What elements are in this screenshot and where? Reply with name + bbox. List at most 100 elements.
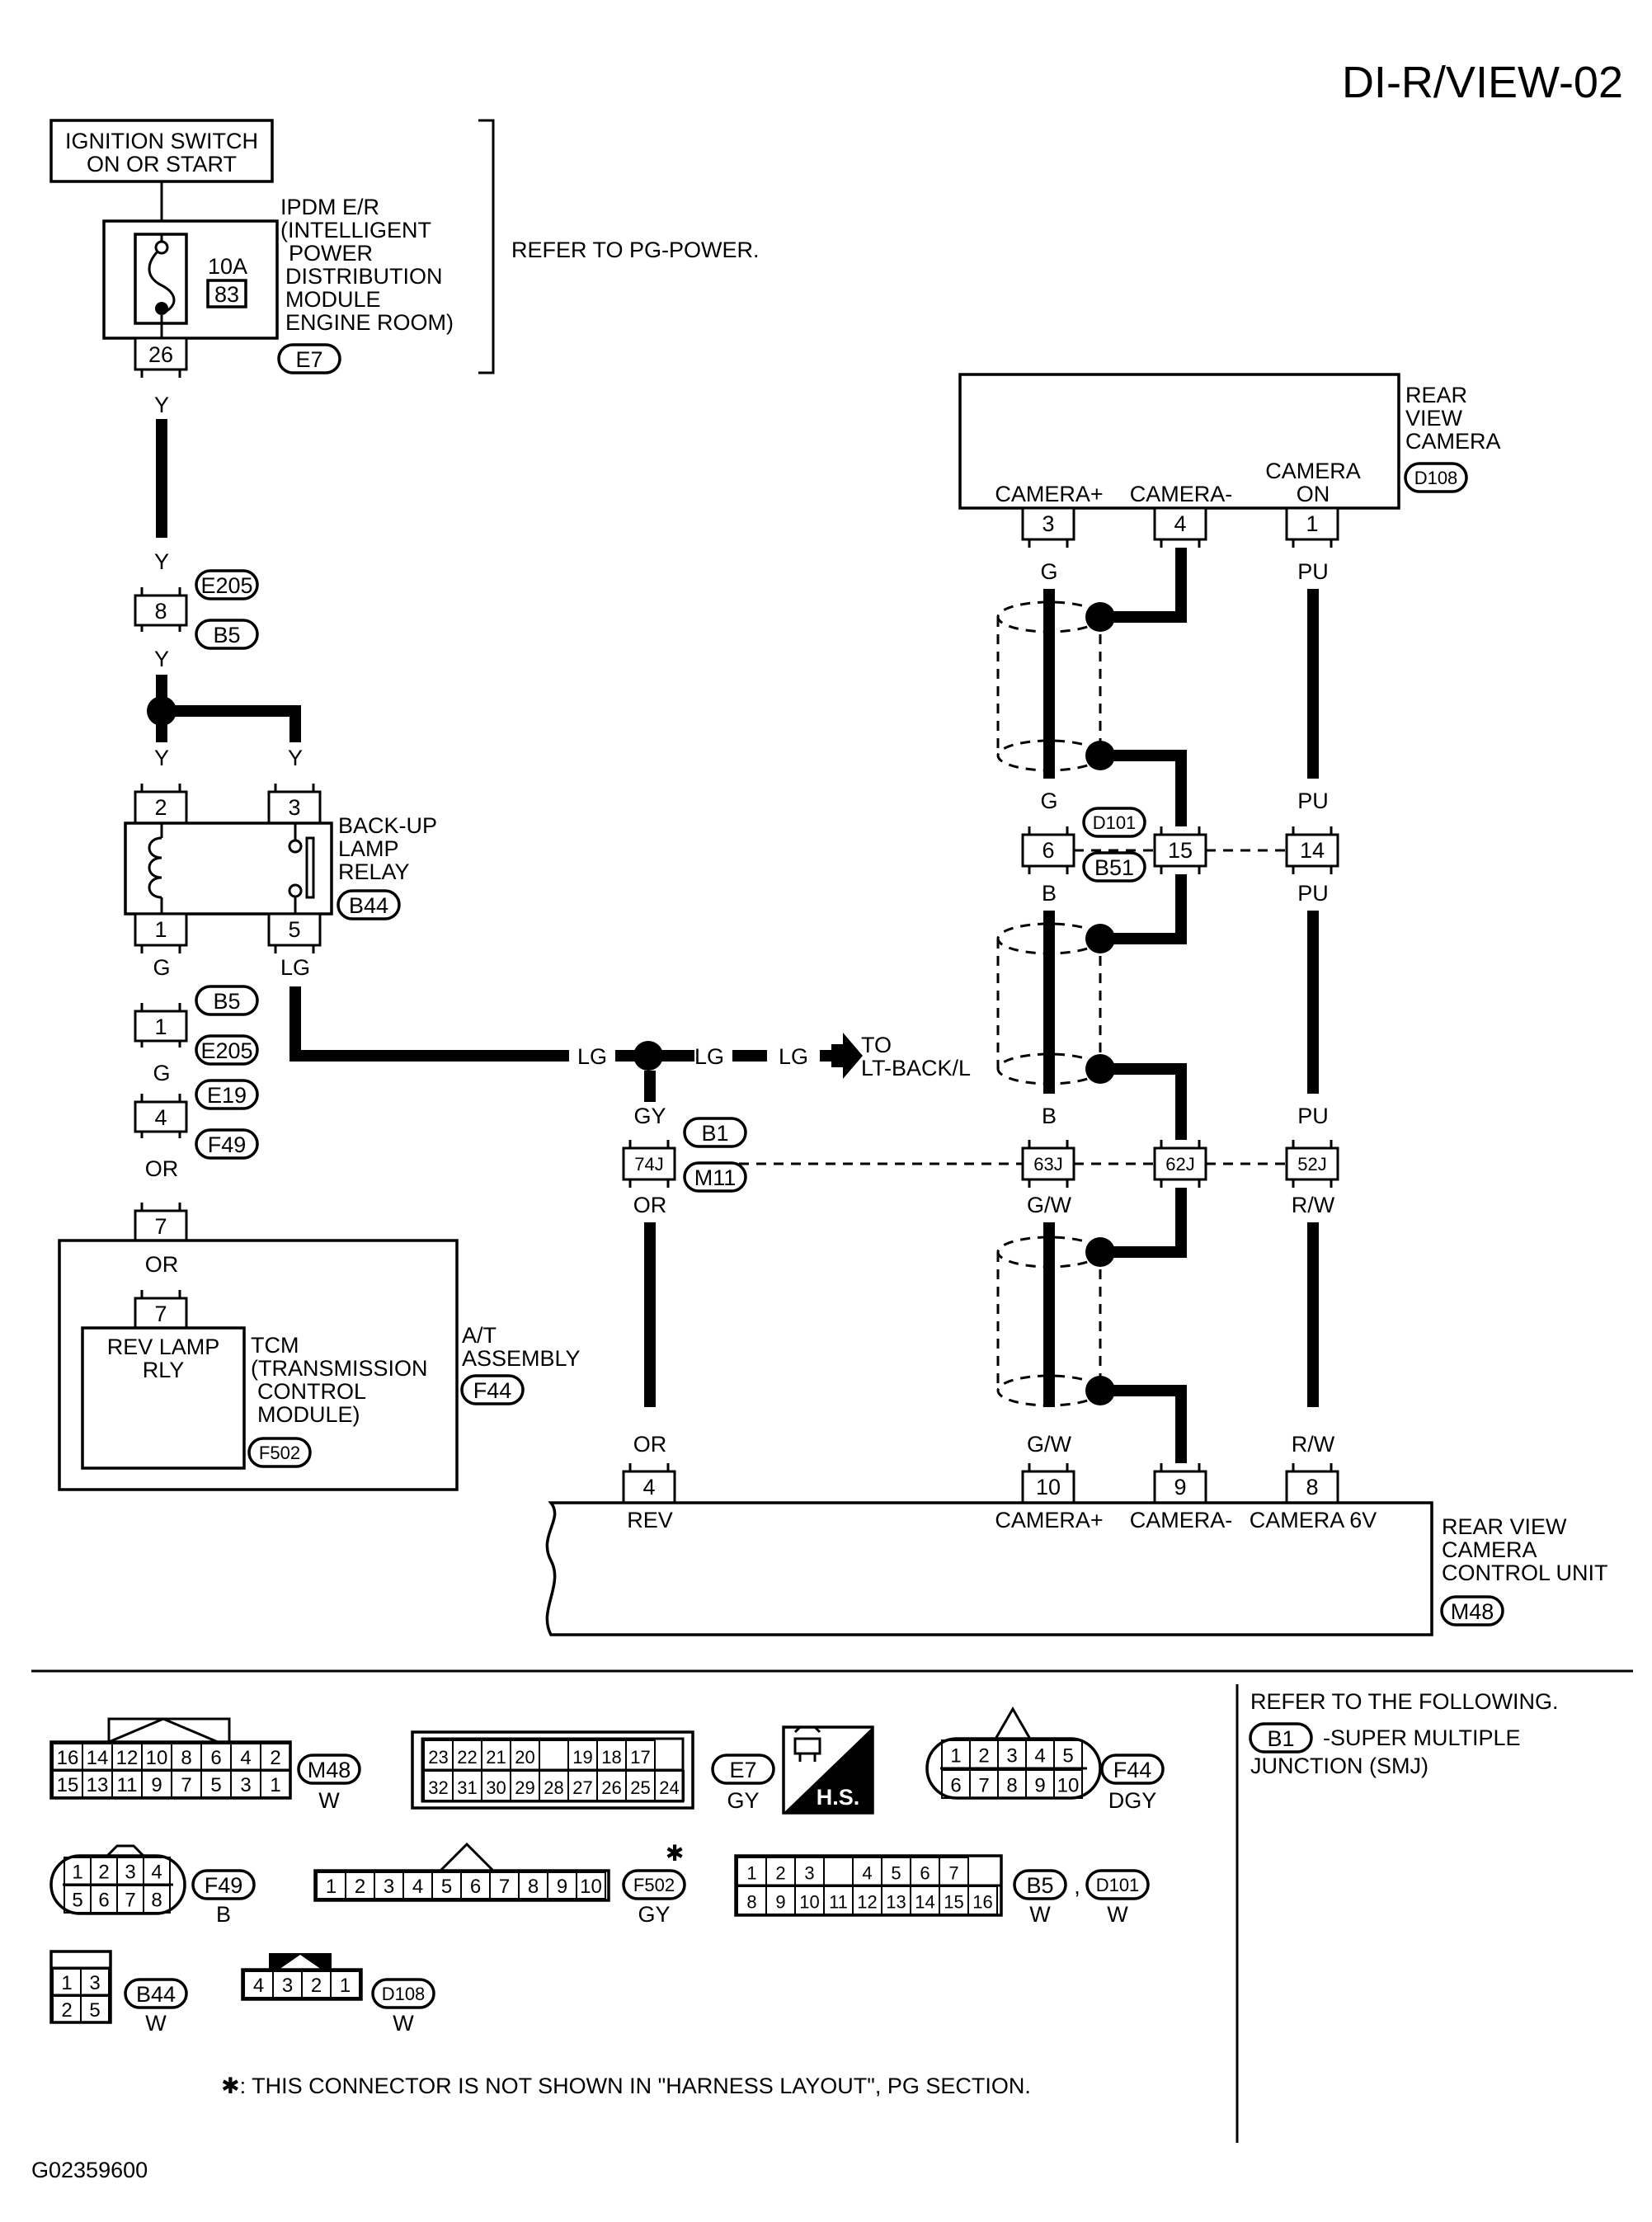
- connector-pin-number: 4: [253, 1975, 264, 1997]
- connector-pin-number: 7: [181, 1774, 191, 1796]
- connector-pin-number: 4: [412, 1876, 423, 1898]
- svg-text:W: W: [145, 2011, 167, 2036]
- to-label: LT-BACK/L: [861, 1056, 971, 1080]
- connector-separator: ,: [1074, 1874, 1080, 1899]
- rvccu-pin-name: REV: [627, 1508, 673, 1532]
- svg-text:14: 14: [1300, 838, 1325, 863]
- wire-color-y: Y: [154, 549, 169, 574]
- svg-text:D101: D101: [1093, 812, 1137, 833]
- camera-pin-name: CAMERA-: [1130, 482, 1233, 506]
- svg-text:F49: F49: [205, 1873, 243, 1898]
- legend-smj-text: JUNCTION (SMJ): [1250, 1754, 1428, 1778]
- svg-text:REAR VIEW: REAR VIEW: [1442, 1514, 1567, 1539]
- connector-pin-number: 3: [1006, 1745, 1017, 1768]
- at-assembly-label: ASSEMBLY: [462, 1346, 581, 1371]
- connector-pin-number: 7: [948, 1863, 958, 1884]
- connector-pin-number: 5: [1062, 1745, 1073, 1768]
- connector-pin-number: 2: [311, 1975, 322, 1997]
- connector-pin-number: 13: [87, 1774, 109, 1796]
- svg-text:7: 7: [154, 1214, 167, 1239]
- fuse-amp: 10A: [208, 254, 247, 279]
- wire-color-pu: PU: [1297, 1104, 1329, 1128]
- ignition-line2: ON OR START: [87, 152, 237, 177]
- connector-pin-number: 7: [125, 1890, 135, 1912]
- svg-text:1: 1: [154, 1014, 167, 1039]
- wire-color-gw: G/W: [1027, 1432, 1072, 1457]
- connector-pin-number: 23: [428, 1747, 448, 1768]
- splice-point: [633, 1041, 663, 1071]
- rvccu-pin-name: CAMERA-: [1130, 1508, 1233, 1532]
- svg-text:W: W: [1107, 1902, 1128, 1927]
- connector-cell: [1053, 1769, 1083, 1799]
- connector-pin-number: 7: [978, 1775, 989, 1797]
- connector-pin-number: 3: [125, 1862, 135, 1884]
- connector-pin-number: 14: [915, 1892, 934, 1913]
- wire-color-y: Y: [288, 746, 303, 770]
- svg-text:B1: B1: [701, 1121, 728, 1146]
- connector-pin-number: 26: [601, 1777, 621, 1798]
- svg-text:(INTELLIGENT: (INTELLIGENT: [280, 218, 431, 242]
- connector-pin-number: 10: [799, 1892, 819, 1913]
- connector-pin-number: 4: [240, 1747, 251, 1769]
- svg-text:IPDM E/R: IPDM E/R: [280, 195, 379, 219]
- connector-pin-number: 1: [326, 1876, 337, 1898]
- junction-connector-4: 4 E19 F49: [134, 1079, 259, 1160]
- at-assembly-label: A/T: [462, 1323, 497, 1348]
- connector-cell: [1053, 1739, 1083, 1769]
- ignition-switch: IGNITION SWITCH ON OR START: [49, 119, 274, 183]
- wire-color-lg: LG: [694, 1044, 724, 1069]
- svg-text:52J: 52J: [1297, 1154, 1326, 1175]
- connector-pin-number: 8: [151, 1890, 162, 1912]
- wire-color-b: B: [1042, 881, 1057, 906]
- fuse-symbol: [148, 246, 176, 315]
- svg-text:W: W: [393, 2011, 414, 2036]
- connector-pin-number: 2: [98, 1862, 109, 1884]
- svg-text:15: 15: [1168, 838, 1193, 863]
- svg-text:W: W: [1029, 1902, 1051, 1927]
- svg-text:8: 8: [154, 599, 167, 624]
- connector-pin-number: 2: [978, 1745, 989, 1768]
- connector-pin-number: 6: [920, 1863, 930, 1884]
- shielded-cable: [996, 922, 1102, 1085]
- svg-text:1: 1: [1306, 511, 1318, 536]
- wire-color-lg: LG: [280, 955, 310, 980]
- wire-color-rw: R/W: [1292, 1432, 1335, 1457]
- junction-connector-d101: 6 15 14 D101 B51: [1021, 807, 1339, 883]
- wire-color-or: OR: [633, 1193, 667, 1217]
- connector-pin-number: 3: [384, 1876, 394, 1898]
- svg-text:DGY: DGY: [1108, 1788, 1157, 1813]
- svg-text:2: 2: [154, 795, 167, 820]
- svg-text:B44: B44: [136, 1982, 176, 2007]
- wire-color-g: G: [1040, 789, 1057, 813]
- connector-pin-number: 4: [862, 1863, 872, 1884]
- footnote: ✱: THIS CONNECTOR IS NOT SHOWN IN "HARNE…: [221, 2074, 1031, 2098]
- svg-text:63J: 63J: [1033, 1154, 1062, 1175]
- connector-pin-number: 3: [282, 1975, 293, 1997]
- wire-color-lg: LG: [577, 1044, 607, 1069]
- wire-color-pu: PU: [1297, 789, 1329, 813]
- connector-pin-number: 31: [457, 1777, 477, 1798]
- svg-text:E19: E19: [207, 1083, 247, 1108]
- relay-connector: B44: [349, 893, 388, 918]
- relay-label: BACK-UP LAMP RELAY: [338, 813, 437, 884]
- ipdm-pin: 26: [148, 342, 173, 367]
- svg-text:B51: B51: [1094, 855, 1134, 880]
- connector-pin-number: 21: [486, 1747, 506, 1768]
- svg-text:6: 6: [1042, 838, 1054, 863]
- svg-text:E7: E7: [729, 1758, 756, 1782]
- rev-lamp-label: REV LAMP: [107, 1335, 220, 1359]
- connector-pin-number: 9: [151, 1774, 162, 1796]
- connector-pin-number: 3: [804, 1863, 814, 1884]
- svg-text:5: 5: [288, 917, 300, 942]
- svg-text:74J: 74J: [634, 1154, 663, 1175]
- wire-color-or: OR: [633, 1432, 667, 1457]
- svg-text:CAMERA: CAMERA: [1405, 429, 1501, 454]
- connector-pin-number: 12: [116, 1747, 139, 1769]
- connector-pin-number: 5: [891, 1863, 901, 1884]
- connector-pin-number: 8: [1006, 1775, 1017, 1797]
- connector-pin-number: 11: [117, 1774, 138, 1796]
